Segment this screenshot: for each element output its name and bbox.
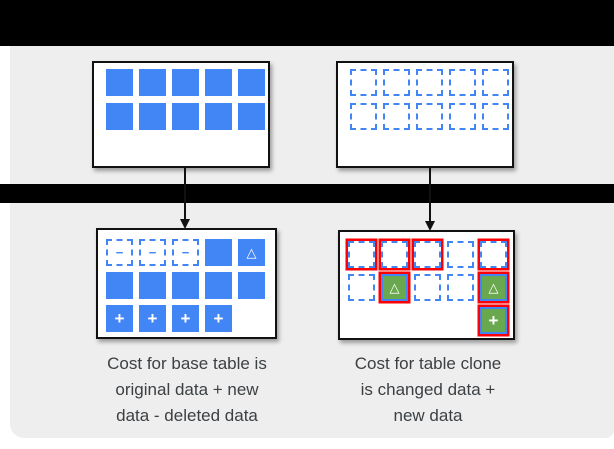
cell-solid (205, 69, 232, 96)
cell-dashed (383, 69, 410, 96)
cell-dashed (482, 103, 509, 130)
minus-icon: − (148, 244, 157, 260)
cell-solid (172, 103, 199, 130)
middle-black-bar (0, 184, 614, 203)
plus-icon: + (180, 308, 191, 328)
base-table-after-box: − − − △ + + + + (96, 228, 277, 339)
cell-solid (106, 103, 133, 130)
cell-dashed (350, 103, 377, 130)
triangle-icon: △ (246, 245, 257, 260)
cell-dashed-red (348, 241, 375, 268)
caption-line: is changed data + (360, 380, 496, 399)
top-black-bar (0, 0, 614, 46)
table-clone-cost-caption: Cost for table clone is changed data + n… (318, 351, 538, 429)
base-table-original-box (92, 61, 270, 168)
table-clone-original-box (336, 61, 514, 168)
cell-dashed-red (414, 241, 441, 268)
cell-dashed (416, 103, 443, 130)
cell-solid (205, 103, 232, 130)
cell-solid (139, 272, 166, 299)
cell-solid (106, 272, 133, 299)
cell-empty (348, 307, 375, 334)
caption-line: original data + new (115, 380, 259, 399)
plus-icon: + (147, 308, 158, 328)
cell-solid (172, 69, 199, 96)
cell-dashed-red (381, 241, 408, 268)
cell-dashed (416, 69, 443, 96)
cell-dashed (383, 103, 410, 130)
cell-empty (381, 307, 408, 334)
cell-solid-plus: + (139, 305, 166, 332)
cell-dashed (482, 69, 509, 96)
cell-dashed (414, 274, 441, 301)
cell-dashed (447, 274, 474, 301)
cell-dashed (449, 69, 476, 96)
table-clone-after-box: △ △ + (338, 230, 515, 340)
triangle-icon: △ (389, 280, 400, 295)
cell-dashed (449, 103, 476, 130)
cell-dashed-minus: − (106, 239, 133, 266)
cell-green-triangle-red: △ (381, 274, 408, 301)
caption-line: Cost for base table is (107, 354, 267, 373)
cell-dashed (348, 274, 375, 301)
cell-green-triangle-red: △ (480, 274, 507, 301)
cell-solid (205, 239, 232, 266)
cell-empty (238, 305, 265, 332)
caption-line: Cost for table clone (354, 354, 502, 373)
table-clone-after-grid: △ △ + (340, 232, 507, 334)
cell-solid (238, 69, 265, 96)
minus-icon: − (181, 244, 190, 260)
cell-solid (205, 272, 232, 299)
cell-dashed (447, 241, 474, 268)
cell-green-plus-red: + (480, 307, 507, 334)
base-table-cost-caption: Cost for base table is original data + n… (77, 351, 297, 429)
arrow-down-icon (180, 168, 190, 229)
cell-solid-plus: + (205, 305, 232, 332)
minus-icon: − (115, 244, 124, 260)
cell-solid (238, 103, 265, 130)
plus-icon: + (213, 308, 224, 328)
cell-dashed-minus: − (172, 239, 199, 266)
plus-icon: + (488, 310, 499, 330)
cell-empty (447, 307, 474, 334)
cell-solid-triangle: △ (238, 239, 265, 266)
arrow-down-icon (425, 168, 435, 231)
caption-line: data - deleted data (116, 406, 258, 425)
base-table-original-grid (94, 63, 265, 130)
caption-line: new data (393, 406, 463, 425)
cell-solid (139, 69, 166, 96)
table-clone-original-grid (338, 63, 509, 130)
cell-solid-plus: + (172, 305, 199, 332)
cell-solid (172, 272, 199, 299)
plus-icon: + (114, 308, 125, 328)
cell-solid (238, 272, 265, 299)
cell-dashed (350, 69, 377, 96)
cell-empty (414, 307, 441, 334)
cell-solid (139, 103, 166, 130)
cell-solid-plus: + (106, 305, 133, 332)
cell-dashed-minus: − (139, 239, 166, 266)
base-table-after-grid: − − − △ + + + + (98, 230, 265, 332)
triangle-icon: △ (488, 280, 499, 295)
cell-solid (106, 69, 133, 96)
cell-dashed-red (480, 241, 507, 268)
